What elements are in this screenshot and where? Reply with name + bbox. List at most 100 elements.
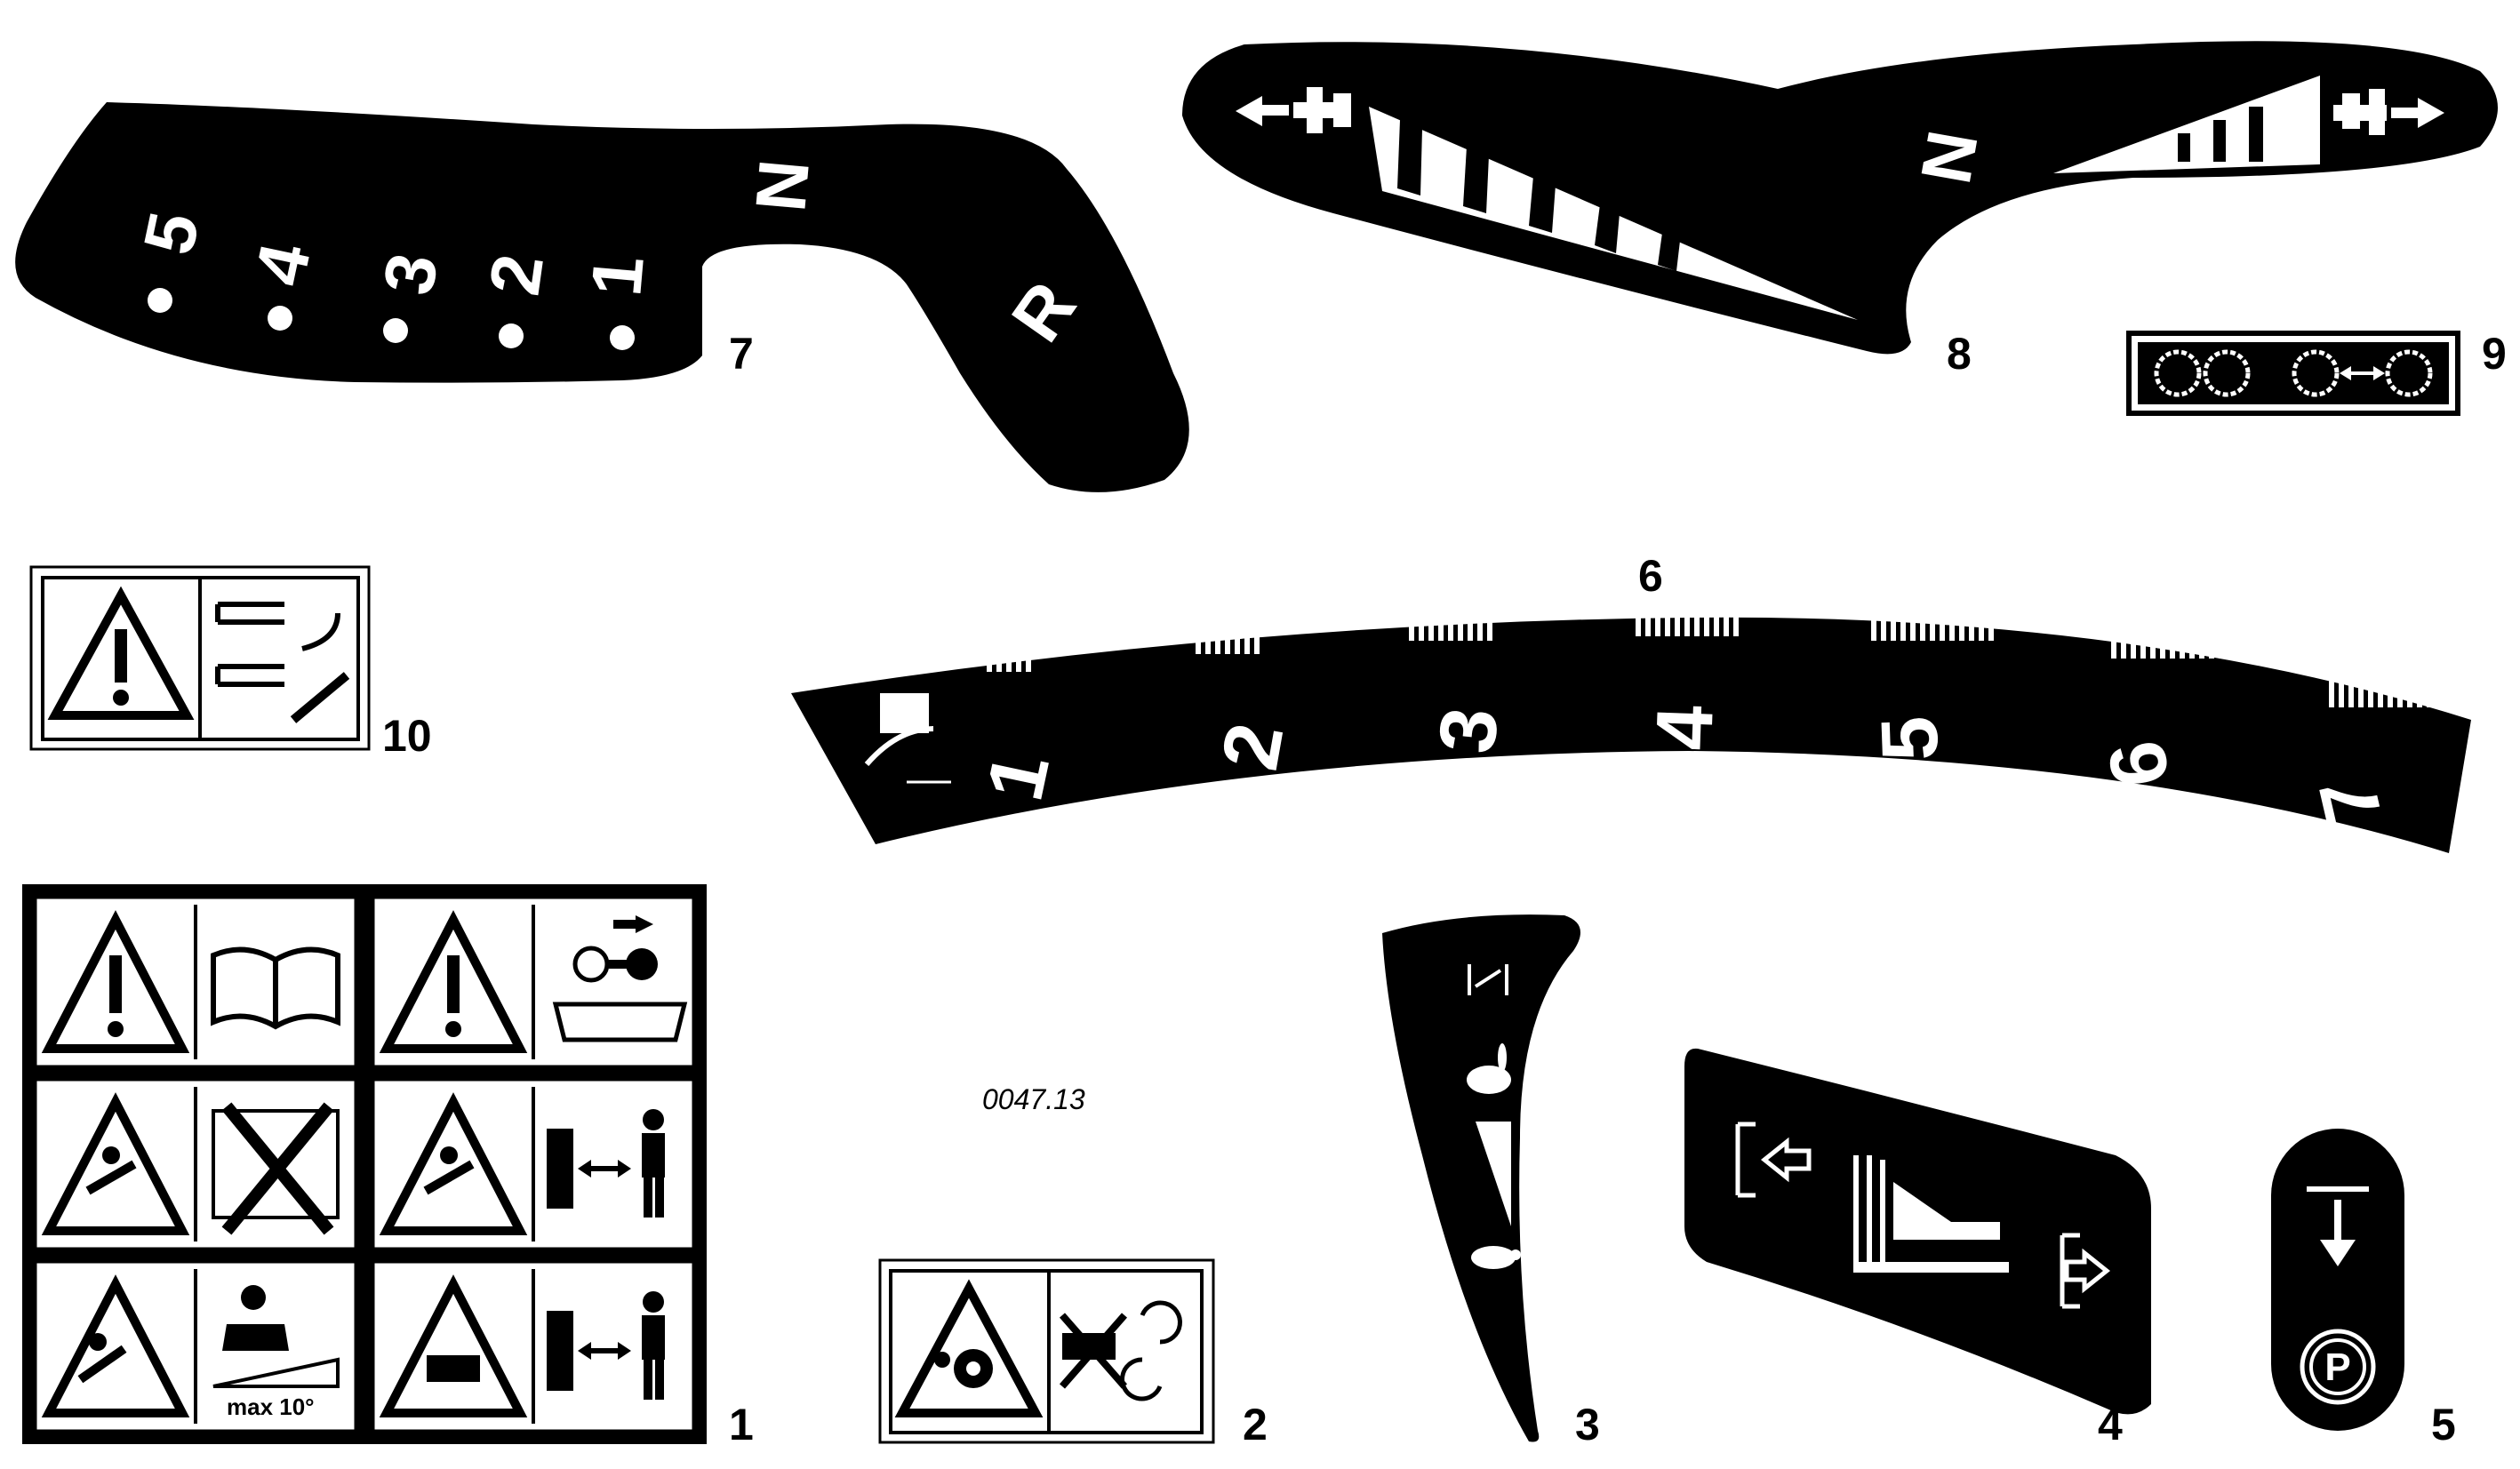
scale-tick (1645, 594, 1651, 636)
gear-dot (148, 288, 172, 313)
slope-limit-text: max 10° (227, 1393, 315, 1420)
scale-tick (2219, 609, 2224, 659)
warning-triangle-icon (47, 586, 195, 720)
scale-tick (2111, 609, 2116, 659)
warning-triangle-icon (379, 1274, 528, 1417)
scale-tick (1714, 594, 1719, 636)
scale-tick (2131, 609, 2136, 659)
scale-tick (2140, 609, 2146, 659)
drawing-code: 0047.13 (982, 1083, 1085, 1115)
callout-7: 7 (729, 329, 754, 379)
scale-tick (2329, 654, 2334, 707)
scale-tick (1940, 595, 1945, 641)
decal-8-speed-lever: N (1182, 41, 2498, 355)
tractor-forward-icon (1293, 87, 1351, 133)
slope-rollover-icon: max 10° (212, 1285, 340, 1420)
safety-distance-icon (547, 1109, 665, 1218)
engage-arrow-head-left (2340, 366, 2351, 380)
decal-7-shape (15, 102, 1189, 492)
arrow-left-shaft (1262, 105, 1289, 116)
warning-triangle-icon (379, 1092, 528, 1235)
scale-tick (2427, 654, 2432, 707)
scale-tick (1254, 619, 1260, 654)
arrow-right-shaft (2391, 108, 2418, 118)
decal-2-entanglement-warning (878, 1258, 1215, 1444)
engage-arrow-head-right (2373, 366, 2385, 380)
scale-tick (1428, 602, 1434, 641)
decal-1-dividers (194, 905, 535, 1424)
scale-tick (1655, 594, 1660, 636)
scale-tick (1969, 595, 1974, 641)
scale-tick (1419, 602, 1424, 641)
scale-tick (1196, 619, 1201, 654)
decal-1-safety-panel: max 10° (22, 884, 707, 1444)
decal-6-shape (791, 617, 2471, 853)
scale-tick (2348, 654, 2354, 707)
scale-tick (1468, 602, 1473, 641)
scale-tick (2466, 654, 2471, 707)
gear-dot (499, 323, 524, 348)
blade-adjust-icon (215, 602, 350, 723)
decal-5-parking-brake: P (2271, 1129, 2404, 1431)
scale-tick (1920, 595, 1925, 641)
decal-6-cutting-height-scale: 1 2 3 4 5 6 7 (791, 594, 2491, 853)
scale-tick (2378, 654, 2383, 707)
scale-tick (1930, 595, 1935, 641)
gear-dots (148, 288, 635, 350)
scale-tick (1006, 640, 1012, 672)
parking-letter: P (2324, 1345, 2350, 1389)
wedge-bars-right (2178, 107, 2263, 162)
turtle-slow-icon (1471, 1246, 1521, 1269)
scale-tick (2248, 609, 2253, 659)
callout-numbers: 7 8 9 10 6 1 2 3 4 5 0047.13 (382, 329, 2507, 1449)
cutting-deck-icon (1853, 1155, 2009, 1273)
scale-tick (2189, 609, 2195, 659)
decal-3-throttle (1382, 914, 1580, 1442)
arrow-left-icon (1236, 96, 1262, 126)
scale-tick (1988, 595, 1994, 641)
scale-tick (1959, 595, 1964, 641)
scale-tick (996, 640, 1002, 672)
safety-distance-icon (547, 1291, 665, 1400)
key-removal-icon (552, 915, 688, 1042)
scale-tick (1665, 594, 1670, 636)
scale-tick (2436, 654, 2442, 707)
scale-tick (1409, 602, 1414, 641)
decal-10-warning (29, 565, 371, 751)
scale-tick (2209, 609, 2214, 659)
warning-triangle-icon (41, 1092, 190, 1235)
slip-fall-icon (77, 1146, 480, 1384)
hand-prohibited-icon (1059, 1300, 1182, 1401)
gear-1-label: 1 (576, 252, 659, 299)
scale-tick (2456, 654, 2461, 707)
scale-tick (2485, 654, 2491, 707)
scale-tick (1477, 602, 1483, 641)
scale-tick (2238, 609, 2244, 659)
rabbit-fast-icon (1467, 1043, 1511, 1094)
scale-tick (1244, 619, 1250, 654)
scale-label: 5 (1865, 715, 1956, 762)
scale-tick-groups (987, 594, 2491, 707)
scale-tick (1458, 602, 1463, 641)
decal-8-shape (1182, 41, 2498, 355)
scale-tick (1684, 594, 1690, 636)
scale-label: 4 (1640, 704, 1731, 752)
callout-5: 5 (2431, 1400, 2456, 1449)
manual-book-icon (211, 946, 340, 1030)
scale-tick (1448, 602, 1453, 641)
prohibited-passenger-icon (212, 1102, 340, 1235)
tractor-reverse-icon (2333, 89, 2387, 135)
scale-tick (1205, 619, 1211, 654)
scale-tick (1487, 602, 1492, 641)
scale-tick (1225, 619, 1230, 654)
scale-tick (2160, 609, 2165, 659)
callout-8: 8 (1947, 329, 1972, 379)
scale-tick (2180, 609, 2185, 659)
scale-tick (2397, 654, 2403, 707)
scale-tick (2368, 654, 2373, 707)
entanglement-icon (894, 1279, 1044, 1417)
scale-tick (1694, 594, 1700, 636)
wedge-bars-left (1397, 120, 1680, 271)
callout-4: 4 (2098, 1400, 2123, 1449)
callout-3: 3 (1575, 1400, 1600, 1449)
